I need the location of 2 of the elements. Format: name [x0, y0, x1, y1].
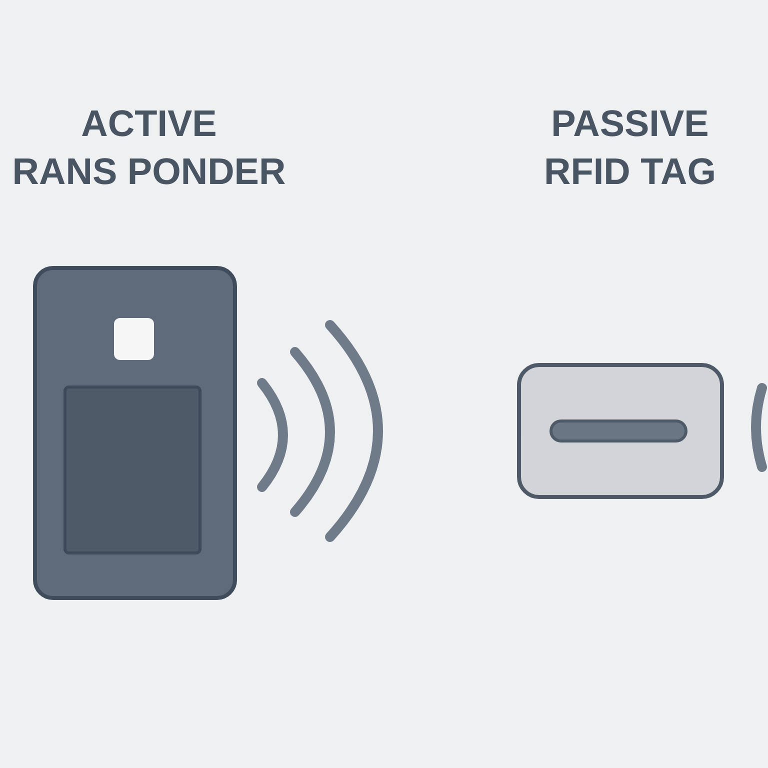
- device-heading: ACTIVE RANS PONDER: [11, 102, 287, 194]
- device-heading: PASSIVE RFID TAG: [543, 102, 717, 194]
